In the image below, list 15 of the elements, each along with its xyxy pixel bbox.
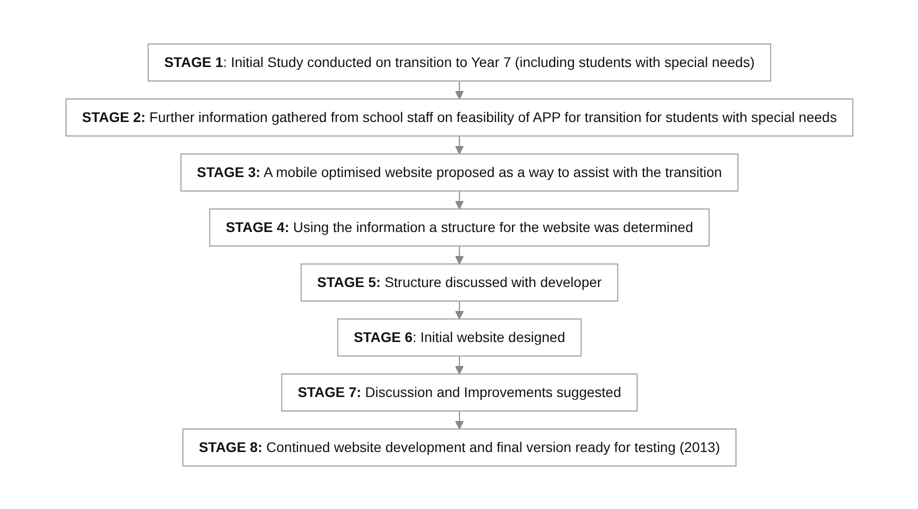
node-box: STAGE 2: Further information gathered from school staff on feasibility of APP for transition for students with special needs bbox=[65, 98, 853, 136]
arrow bbox=[454, 410, 464, 429]
node-box: STAGE 4: Using the information a structure for the website was determined bbox=[208, 208, 710, 246]
arrow bbox=[454, 300, 464, 319]
node-box: STAGE 8: Continued website development and final version ready for testing (2013) bbox=[182, 428, 736, 466]
arrow bbox=[454, 135, 464, 154]
node-box: STAGE 5: Structure discussed with developer bbox=[300, 263, 618, 301]
node-box: STAGE 6: Initial website designed bbox=[336, 318, 582, 356]
arrow bbox=[454, 355, 464, 374]
node-box: STAGE 7: Discussion and Improvements suggested bbox=[280, 373, 638, 411]
arrow bbox=[454, 80, 464, 99]
arrow bbox=[454, 190, 464, 209]
arrow bbox=[454, 245, 464, 264]
node-box: STAGE 3: A mobile optimised website proposed as a way to assist with the transition bbox=[180, 153, 738, 191]
node-box: STAGE 1: Initial Study conducted on transition to Year 7 (including students with special needs) bbox=[147, 43, 771, 81]
